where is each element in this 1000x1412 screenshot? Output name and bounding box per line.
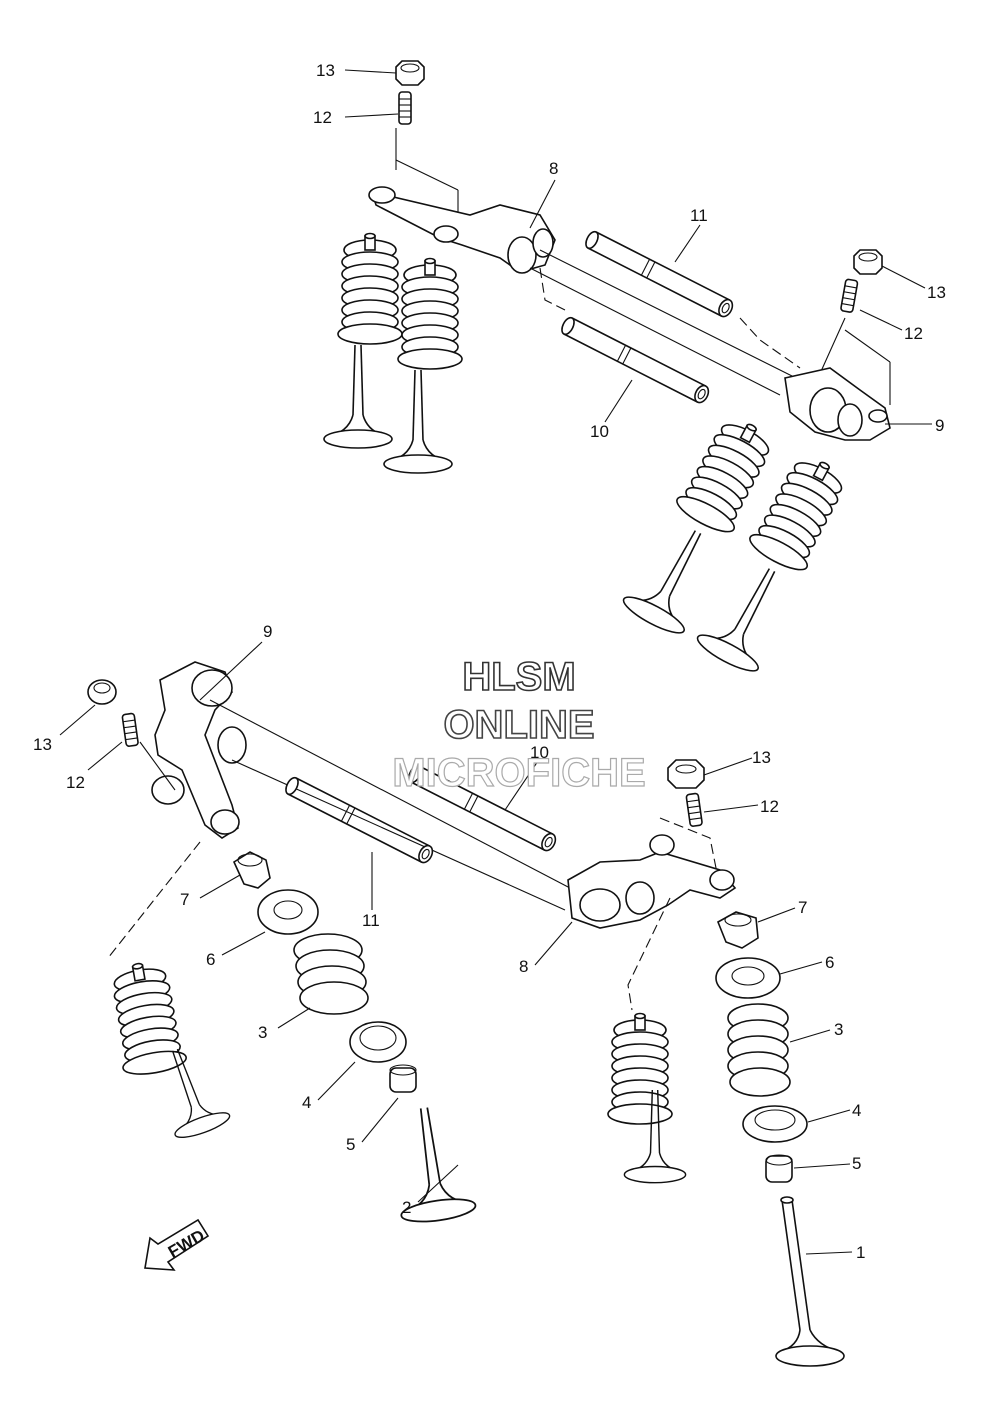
label-13-a: 13 (316, 61, 335, 80)
rocker-shaft-11-upper (582, 228, 736, 320)
valve-upper-left-a (323, 344, 393, 449)
label-12-d: 12 (760, 797, 779, 816)
valve-2-intake (386, 1101, 478, 1227)
leader-lines (59, 69, 932, 1255)
label-13-b: 13 (927, 283, 946, 302)
valve-stem-seal-5-right (765, 1155, 793, 1183)
label-8-a: 8 (549, 159, 558, 178)
valve-spring-3-left (293, 933, 369, 1015)
label-8-b: 8 (519, 957, 528, 976)
adjuster-screw-12-lower-left (121, 712, 140, 748)
spring-retainer-6-right (715, 957, 781, 999)
label-10-b: 10 (530, 743, 549, 762)
label-4-b: 4 (852, 1101, 861, 1120)
watermark-line-1: HLSM (462, 655, 575, 699)
label-7-a: 7 (180, 890, 189, 909)
fwd-direction-arrow: FWD (144, 1218, 210, 1271)
valve-spring-upper-left-a (337, 232, 403, 345)
label-6-a: 6 (206, 950, 215, 969)
label-13-d: 13 (752, 748, 771, 767)
spring-seat-4-left (349, 1021, 407, 1063)
label-12-b: 12 (904, 324, 923, 343)
locknut-13-upper-right (853, 249, 883, 275)
adjuster-screw-12-upper-right (839, 278, 859, 314)
label-12-a: 12 (313, 108, 332, 127)
locknut-13-lower-left (87, 679, 117, 705)
upper-assembly (323, 60, 891, 678)
valve-upper-right-a (618, 515, 729, 640)
valve-1-exhaust (775, 1196, 845, 1367)
label-10-a: 10 (590, 422, 609, 441)
part-labels: 13 12 8 11 13 12 9 10 9 13 12 10 13 12 7… (33, 61, 946, 1262)
label-1: 1 (856, 1243, 865, 1262)
watermark-line-2: ONLINE (443, 703, 594, 747)
label-5-a: 5 (346, 1135, 355, 1154)
label-6-b: 6 (825, 953, 834, 972)
label-9-b: 9 (263, 622, 272, 641)
watermark-line-3: MICROFICHE (392, 751, 645, 795)
label-4-a: 4 (302, 1093, 311, 1112)
adjuster-screw-12-lower-right (685, 792, 704, 828)
valve-spring-upper-left-b (397, 257, 463, 370)
locknut-13-lower-right (667, 759, 705, 789)
valve-stem-seal-5-left (389, 1067, 417, 1093)
valve-spring-3-right (727, 1003, 791, 1097)
label-2: 2 (402, 1198, 411, 1217)
label-12-c: 12 (66, 773, 85, 792)
valve-spring-upper-right-b (744, 447, 855, 577)
label-11-b: 11 (362, 911, 380, 930)
valve-upper-left-b (383, 369, 453, 474)
locknut-13-upper-left (395, 60, 425, 86)
spring-seat-4-right (742, 1105, 808, 1143)
valve-spring-lower-right-assembled (607, 1012, 673, 1125)
rocker-arm-9-lower (151, 661, 247, 839)
rocker-arm-9-upper (784, 367, 891, 441)
rocker-arm-8-upper (368, 186, 556, 274)
rocker-arm-8-lower (567, 834, 737, 929)
label-5-b: 5 (852, 1154, 861, 1173)
label-9-a: 9 (935, 416, 944, 435)
label-11-a: 11 (690, 206, 708, 225)
adjuster-screw-12-upper-left (398, 91, 412, 125)
rocker-shaft-10-upper (558, 314, 712, 406)
watermark: HLSM ONLINE MICROFICHE (392, 654, 647, 795)
label-3-a: 3 (258, 1023, 267, 1042)
valve-upper-right-b (692, 553, 803, 678)
label-7-b: 7 (798, 898, 807, 917)
valve-cotter-7-left (232, 851, 271, 889)
spring-retainer-6-left (257, 889, 319, 935)
valve-cotter-7-right (716, 911, 759, 949)
label-13-c: 13 (33, 735, 52, 754)
label-3-b: 3 (834, 1020, 843, 1039)
